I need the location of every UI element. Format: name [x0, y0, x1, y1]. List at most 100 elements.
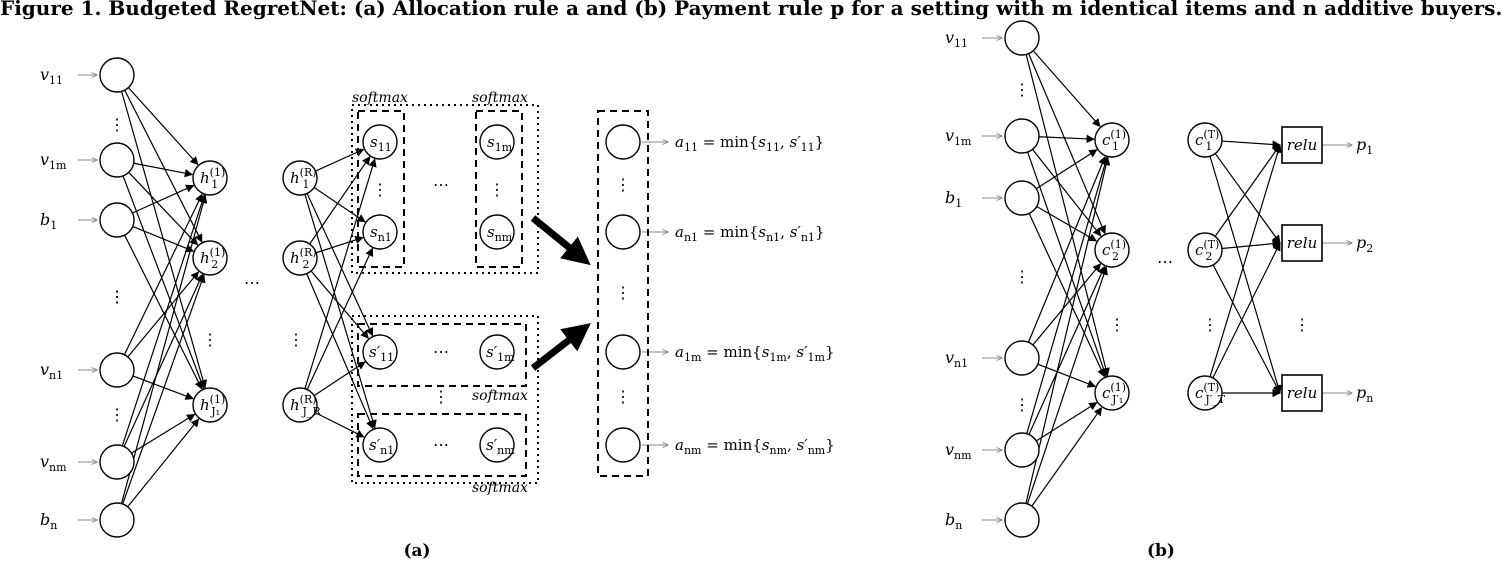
softmax-label: softmax [472, 388, 528, 404]
edge-input-hidden-b [1032, 263, 1102, 346]
edge-hidden-s-a [314, 412, 365, 438]
edge-input-hidden-a [133, 162, 194, 178]
input-node-a [99, 502, 135, 538]
s-label: snm [487, 223, 513, 244]
edge-input-hidden-b [1036, 402, 1098, 442]
hidden1-node-a [192, 387, 228, 423]
hidden1-label-a: h(1)2 [200, 246, 225, 271]
edge-input-hidden-b [1035, 149, 1098, 190]
edge-input-hidden-a [127, 87, 199, 166]
edge-hidden-s-a [313, 361, 366, 397]
s-prime-node [362, 334, 398, 370]
relu-label: relu [1287, 384, 1318, 402]
output-label-a: a1m = min{s1m, s′1m} [675, 343, 835, 364]
edge-hidden-s-a [306, 193, 374, 337]
horizontal-dots-a: ⋯ [433, 342, 449, 361]
hidden1-node-b [1094, 232, 1130, 268]
hidden1-node-a [192, 160, 228, 196]
s-prime-node [362, 427, 398, 463]
hiddenR-label-a: h(R)2 [290, 246, 317, 271]
edge-hidden-relu-b [1212, 264, 1281, 394]
output-node-a [605, 427, 641, 463]
vertical-dots-a: ⋮ [372, 180, 388, 199]
s-prime-label: s′nm [486, 436, 515, 457]
hidden1-label-b: c(1)2 [1102, 238, 1126, 263]
softmax-group-bottom [351, 315, 539, 484]
vertical-dots-a: ⋮ [615, 175, 631, 194]
vertical-dots-a: ⋮ [615, 283, 631, 302]
hiddenT-label-b: c(T)J′_T [1195, 381, 1226, 406]
payment-label: pn [1356, 383, 1373, 405]
edge-input-hidden-b [1026, 266, 1108, 505]
horizontal-dots-a: ⋯ [433, 435, 449, 454]
input-label-a: vnm [40, 452, 67, 474]
hiddenT-label-b: c(T)1 [1195, 128, 1219, 153]
edge-hidden-s-a [306, 247, 374, 390]
edge-input-hidden-a [132, 184, 195, 214]
hiddenT-label-b: c(T)2 [1195, 238, 1219, 263]
horizontal-dots-a: ⋯ [433, 175, 449, 194]
edge-hidden-relu-b [1221, 239, 1281, 250]
relu-box [1281, 224, 1323, 262]
input-label-b: b1 [945, 188, 962, 210]
edge-input-hidden-a [124, 89, 203, 243]
edge-hidden-relu-b [1212, 242, 1281, 379]
softmax-group-top [351, 104, 539, 274]
edge-input-hidden-a [132, 225, 195, 253]
edge-input-hidden-a [132, 375, 194, 400]
hiddenR-label-a: h(R)J_R [290, 393, 321, 418]
input-node-a [99, 57, 135, 93]
input-node-a [99, 202, 135, 238]
softmax-box-row1 [357, 323, 527, 387]
edge-input-hidden-b [1036, 205, 1098, 242]
input-label-a: vn1 [40, 360, 63, 382]
hidden1-node-b [1094, 375, 1130, 411]
s-node [479, 124, 515, 160]
input-label-b: vn1 [945, 348, 968, 370]
input-node-a [99, 444, 135, 480]
hidden1-node-a [192, 240, 228, 276]
input-node-b [1004, 180, 1040, 216]
edge-input-hidden-a [127, 271, 200, 358]
edge-hidden-s-a [313, 187, 366, 223]
s-label: s1m [487, 133, 513, 154]
input-label-a: v11 [40, 65, 63, 87]
s-label: sn1 [370, 223, 392, 244]
big-arrow-bottom [530, 323, 591, 371]
s-prime-node [479, 427, 515, 463]
vertical-dots-a: ⋮ [202, 330, 218, 349]
softmax-box-rown [357, 413, 527, 477]
hiddenR-node-a [282, 240, 318, 276]
s-node [362, 214, 398, 250]
hiddenR-label-a: h(R)1 [290, 166, 317, 191]
output-label-a: anm = min{snm, s′nm} [675, 436, 835, 457]
layer-dots-b: ⋯ [1157, 252, 1173, 271]
relu-label: relu [1287, 234, 1318, 252]
edge-hidden-relu-b [1209, 156, 1282, 394]
hiddenR-node-a [282, 387, 318, 423]
s-prime-label: s′11 [369, 343, 394, 364]
s-node [362, 124, 398, 160]
s-node [479, 214, 515, 250]
vertical-dots-a: ⋮ [109, 405, 125, 424]
s-prime-label: s′1m [486, 343, 515, 364]
edge-input-hidden-a [122, 274, 206, 505]
vertical-dots-b: ⋮ [1202, 315, 1218, 334]
edge-input-hidden-b [1038, 134, 1095, 144]
hidden1-label-a: h(1)J₁ [200, 393, 225, 418]
edge-input-hidden-a [128, 171, 199, 246]
input-node-a [99, 142, 135, 178]
edge-hidden-s-a [315, 235, 364, 254]
s-prime-label: s′n1 [369, 436, 394, 457]
edge-input-hidden-b [1025, 54, 1110, 377]
input-node-a [99, 352, 135, 388]
output-node-a [605, 124, 641, 160]
softmax-label: softmax [472, 90, 528, 106]
edge-input-hidden-b [1031, 407, 1103, 507]
input-label-a: v1m [40, 150, 67, 172]
figure-caption: Figure 1. Budgeted RegretNet: (a) Alloca… [0, 0, 1502, 20]
edge-hidden-s-a [304, 158, 377, 389]
relu-box [1281, 126, 1323, 164]
edge-input-hidden-a [120, 194, 208, 504]
edge-input-hidden-b [1025, 156, 1111, 504]
